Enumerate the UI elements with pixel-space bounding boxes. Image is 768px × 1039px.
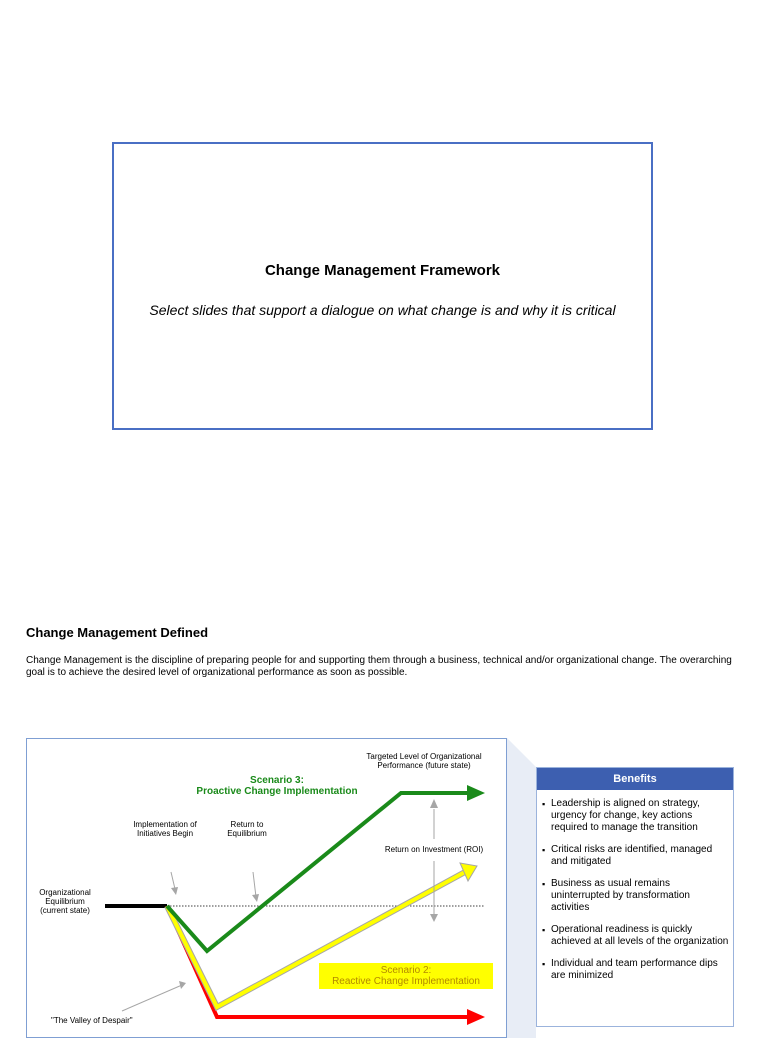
scenario2-line1: Scenario 2:	[380, 965, 432, 976]
green-scenario-line	[165, 791, 467, 954]
roi-label: Return on Investment (ROI)	[369, 845, 499, 854]
benefit-text: Critical risks are identified, managed a…	[551, 844, 713, 867]
benefits-list: ▪ Leadership is aligned on strategy, urge…	[537, 790, 733, 982]
roi-arrow-lower-head	[430, 914, 438, 922]
valley-text: "The Valley of Despair"	[51, 1016, 133, 1025]
benefit-item: ▪ Leadership is aligned on strategy, urge…	[542, 798, 729, 834]
org-eq-line1: Organizational	[39, 888, 91, 897]
org-eq-line2: Equilibrium	[45, 897, 85, 906]
bullet-icon: ▪	[542, 845, 546, 855]
yellow-scenario-line	[165, 870, 466, 1010]
bullet-icon: ▪	[542, 799, 546, 809]
slide-subtitle: Select slides that support a dialogue on…	[149, 302, 616, 318]
org-eq-line3: (current state)	[40, 906, 90, 915]
connector-wedge	[507, 738, 536, 1038]
equilibrium-pointer-arrow	[252, 871, 257, 898]
benefit-item: ▪ Individual and team performance dips ar…	[542, 958, 729, 982]
scenario3-line2: Proactive Change Implementation	[196, 786, 358, 797]
bullet-icon: ▪	[542, 879, 546, 889]
equilibrium-pointer-head	[252, 894, 259, 902]
scenario2-label: Scenario 2: Reactive Change Implementati…	[319, 963, 493, 989]
roi-text: Return on Investment (ROI)	[384, 845, 484, 854]
bullet-icon: ▪	[542, 925, 546, 935]
title-slide: Change Management Framework Select slide…	[112, 142, 653, 430]
valley-pointer-arrow	[121, 984, 183, 1012]
return-eq-line2: Equilibrium	[227, 829, 267, 838]
targeted-level-label: Targeted Level of Organizational Perform…	[349, 752, 499, 770]
benefit-text: Leadership is aligned on strategy, urgen…	[551, 798, 700, 833]
implementation-line1: Implementation of	[133, 820, 197, 829]
slide-title: Change Management Framework	[264, 262, 501, 279]
benefit-item: ▪ Operational readiness is quickly achiev…	[542, 924, 729, 948]
yellow-arrowhead	[459, 862, 478, 883]
return-eq-line1: Return to	[230, 820, 264, 829]
org-equilibrium-label: Organizational Equilibrium (current stat…	[29, 888, 101, 915]
section-title: Change Management Defined	[26, 625, 209, 640]
bullet-icon: ▪	[542, 959, 546, 969]
valley-pointer-head	[179, 981, 186, 989]
implementation-pointer-head	[171, 887, 178, 895]
change-curve-svg	[105, 785, 485, 1025]
implementation-label: Implementation of Initiatives Begin	[115, 820, 215, 838]
benefit-text: Operational readiness is quickly achieve…	[551, 924, 729, 947]
section-body: Change Management is the discipline of p…	[26, 655, 732, 678]
implementation-pointer-arrow	[170, 871, 176, 890]
benefit-text: Business as usual remains uninterrupted …	[551, 878, 690, 913]
benefits-header: Benefits	[537, 768, 733, 790]
benefits-panel: Benefits ▪ Leadership is aligned on strat…	[536, 767, 734, 1027]
scenario2-line2: Reactive Change Implementation	[332, 976, 480, 987]
scenario3-line1: Scenario 3:	[250, 775, 304, 786]
green-arrowhead	[467, 785, 485, 801]
valley-label: "The Valley of Despair"	[51, 1016, 171, 1025]
red-arrowhead	[467, 1009, 485, 1025]
targeted-level-line1: Targeted Level of Organizational	[366, 752, 482, 761]
return-to-equilibrium-label: Return to Equilibrium	[212, 820, 282, 838]
change-curve-diagram: Targeted Level of Organizational Perform…	[26, 738, 507, 1038]
scenario3-label: Scenario 3: Proactive Change Implementat…	[187, 775, 367, 797]
targeted-level-line2: Performance (future state)	[377, 761, 471, 770]
benefit-item: ▪ Business as usual remains uninterrupted…	[542, 878, 729, 914]
benefit-item: ▪ Critical risks are identified, managed …	[542, 844, 729, 868]
implementation-line2: Initiatives Begin	[136, 829, 194, 838]
benefit-text: Individual and team performance dips are…	[551, 958, 718, 981]
roi-arrow-upper-head	[430, 799, 438, 808]
